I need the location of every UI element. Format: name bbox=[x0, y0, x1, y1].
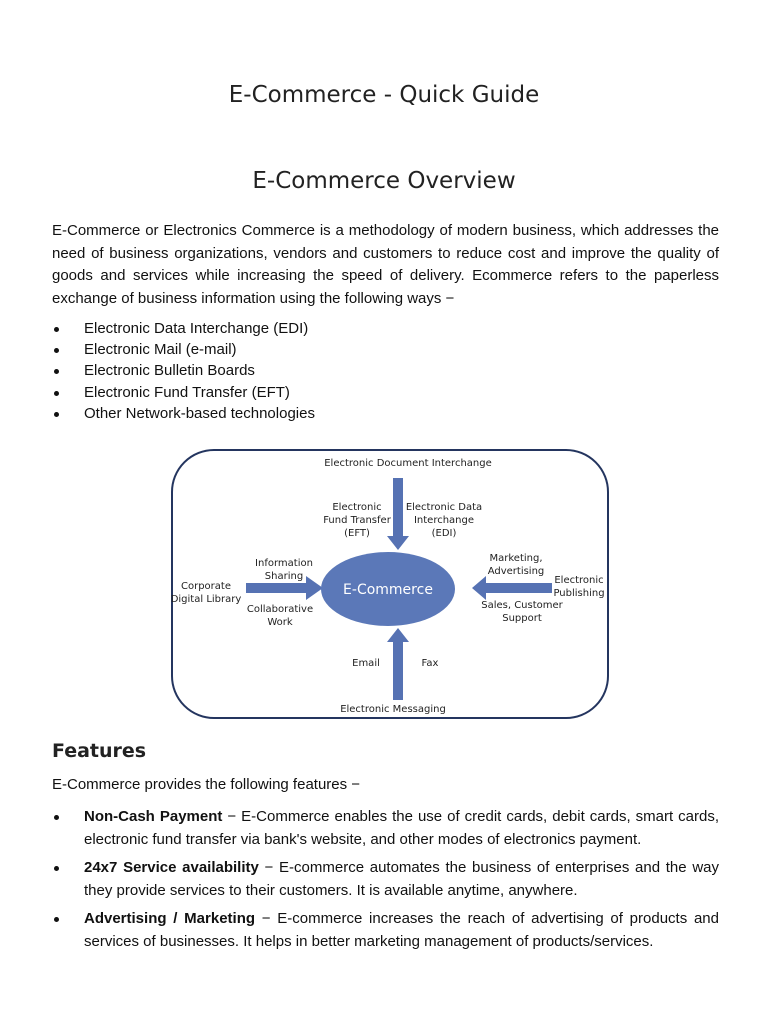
list-item: Non-Cash Payment − E-Commerce enables th… bbox=[52, 806, 719, 851]
eft-label-3: (EFT) bbox=[344, 528, 370, 539]
top-source-label: Electronic Document Interchange bbox=[324, 458, 492, 469]
left-source-1: Corporate bbox=[181, 581, 231, 592]
overview-paragraph: E-Commerce or Electronics Commerce is a … bbox=[52, 222, 719, 307]
list-item: Electronic Fund Transfer (EFT) bbox=[52, 382, 712, 403]
eft-label-1: Electronic bbox=[332, 502, 381, 513]
arrow-bottom bbox=[387, 628, 409, 700]
list-item: Electronic Mail (e-mail) bbox=[52, 339, 712, 360]
right-upper-1: Marketing, bbox=[489, 553, 542, 564]
right-source-1: Electronic bbox=[554, 575, 603, 586]
ecommerce-diagram: Electronic Document Interchange E-Commer… bbox=[168, 446, 612, 722]
feature-term: Advertising / Marketing bbox=[84, 910, 256, 927]
list-item: Advertising / Marketing − E-commerce inc… bbox=[52, 908, 719, 953]
arrow-top bbox=[387, 478, 409, 550]
feature-term: Non-Cash Payment bbox=[84, 808, 223, 825]
right-source-2: Publishing bbox=[553, 588, 604, 599]
right-upper-2: Advertising bbox=[488, 566, 545, 577]
right-lower-1: Sales, Customer bbox=[481, 600, 563, 611]
left-upper-2: Sharing bbox=[265, 571, 303, 582]
left-lower-2: Work bbox=[267, 617, 293, 628]
feature-description: − E-Commerce enables the use of credit c… bbox=[84, 808, 719, 848]
list-item: Electronic Bulletin Boards bbox=[52, 360, 712, 381]
ecommerce-ellipse bbox=[321, 552, 455, 626]
section-heading-features: Features bbox=[52, 740, 147, 762]
page-title: E-Commerce - Quick Guide bbox=[228, 82, 540, 108]
edi-label-3: (EDI) bbox=[432, 528, 457, 539]
diagram-frame bbox=[171, 449, 609, 719]
email-label: Email bbox=[352, 658, 380, 669]
list-item: Other Network-based technologies bbox=[52, 403, 712, 424]
left-lower-1: Collaborative bbox=[247, 604, 313, 615]
feature-term: 24x7 Service availability bbox=[84, 859, 259, 876]
bottom-source-label: Electronic Messaging bbox=[340, 704, 446, 715]
feature-description: − E-commerce automates the business of e… bbox=[84, 859, 719, 899]
center-label: E-Commerce bbox=[343, 582, 433, 598]
eft-label-2: Fund Transfer bbox=[323, 515, 392, 526]
features-list: Non-Cash Payment − E-Commerce enables th… bbox=[52, 806, 719, 959]
edi-label-2: Interchange bbox=[414, 515, 474, 526]
left-upper-1: Information bbox=[255, 558, 313, 569]
edi-label-1: Electronic Data bbox=[406, 502, 482, 513]
right-lower-2: Support bbox=[502, 613, 542, 624]
list-item: Electronic Data Interchange (EDI) bbox=[52, 318, 712, 339]
list-item: 24x7 Service availability − E-commerce a… bbox=[52, 857, 719, 902]
ways-list: Electronic Data Interchange (EDI) Electr… bbox=[52, 318, 712, 424]
section-heading-overview: E-Commerce Overview bbox=[252, 168, 516, 194]
arrow-right bbox=[472, 576, 552, 600]
feature-description: − E-commerce increases the reach of adve… bbox=[84, 910, 719, 950]
left-source-2: Digital Library bbox=[171, 594, 242, 605]
fax-label: Fax bbox=[422, 658, 439, 669]
arrow-left bbox=[246, 576, 323, 600]
features-intro: E-Commerce provides the following featur… bbox=[52, 776, 361, 793]
